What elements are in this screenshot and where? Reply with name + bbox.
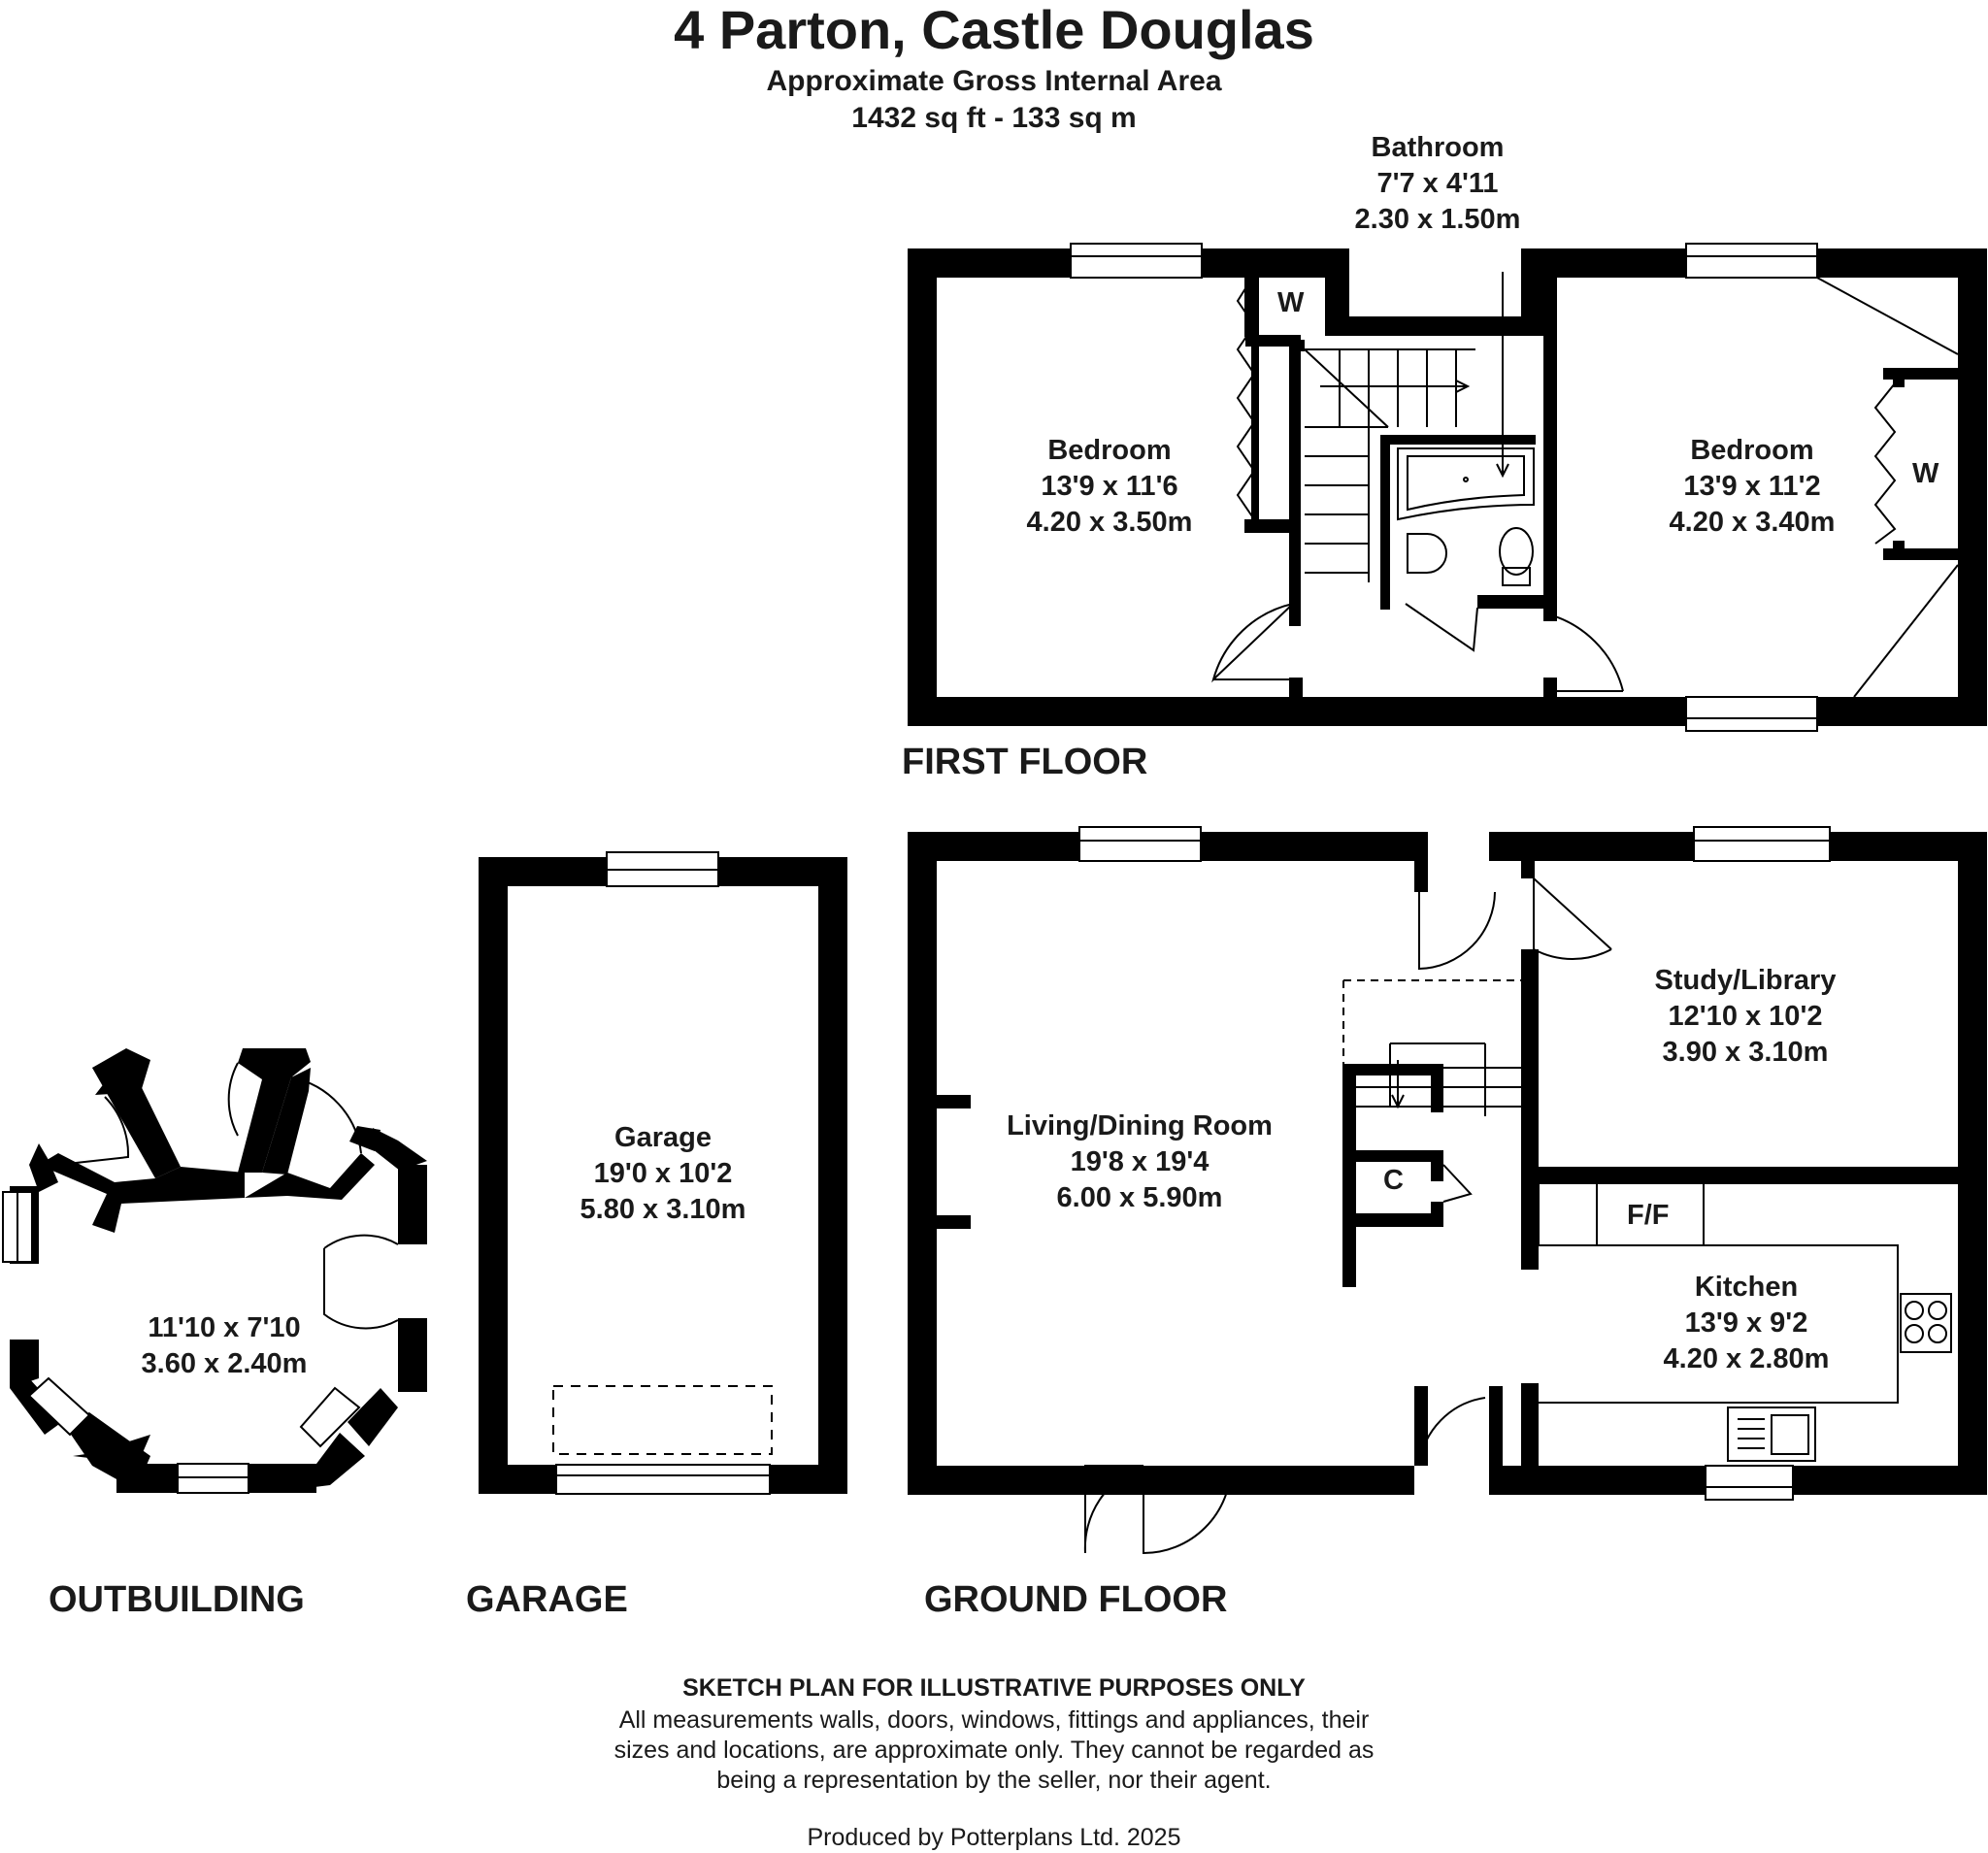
page-title: 4 Parton, Castle Douglas [674, 0, 1314, 60]
fixtures [57, 272, 1959, 1555]
outbuilding-walls [10, 1048, 427, 1493]
living-dining-label: Living/Dining Room 19'8 x 19'4 6.00 x 5.… [1007, 1108, 1273, 1216]
outbuilding-imperial: 11'10 x 7'10 [148, 1312, 301, 1343]
producer-credit: Produced by Potterplans Ltd. 2025 [807, 1824, 1181, 1851]
bathroom-label: Bathroom 7'7 x 4'11 2.30 x 1.50m [1355, 130, 1521, 238]
bedroom-left-name: Bedroom [1047, 435, 1172, 466]
kitchen-imperial: 13'9 x 9'2 [1684, 1307, 1808, 1339]
study-metric: 3.90 x 3.10m [1662, 1037, 1829, 1068]
garage-name: Garage [614, 1122, 712, 1153]
bedroom-right-label: Bedroom 13'9 x 11'2 4.20 x 3.40m [1670, 433, 1836, 541]
outbuilding-room-label: 11'10 x 7'10 3.60 x 2.40m [142, 1310, 308, 1382]
disclaimer-heading: SKETCH PLAN FOR ILLUSTRATIVE PURPOSES ON… [682, 1674, 1306, 1702]
bedroom-right-imperial: 13'9 x 11'2 [1683, 471, 1821, 502]
cupboard-label: C [1383, 1165, 1404, 1196]
kitchen-name: Kitchen [1694, 1272, 1799, 1303]
garage-imperial: 19'0 x 10'2 [593, 1158, 733, 1189]
bedroom-left-metric: 4.20 x 3.50m [1026, 507, 1193, 538]
living-dining-imperial: 19'8 x 19'4 [1070, 1146, 1209, 1177]
bedroom-right-name: Bedroom [1690, 435, 1814, 466]
disclaimer-line-2: sizes and locations, are approximate onl… [613, 1737, 1375, 1764]
ground-floor-heading: GROUND FLOOR [924, 1579, 1228, 1620]
bathroom-metric: 2.30 x 1.50m [1354, 204, 1521, 235]
garage-room-label: Garage 19'0 x 10'2 5.80 x 3.10m [580, 1120, 746, 1228]
area-label: Approximate Gross Internal Area [766, 65, 1222, 97]
fridge-freezer-label: F/F [1627, 1200, 1670, 1231]
bathroom-imperial: 7'7 x 4'11 [1376, 168, 1499, 199]
garage-walls [479, 857, 847, 1494]
disclaimer-line-3: being a representation by the seller, no… [716, 1767, 1272, 1794]
garage-heading: GARAGE [466, 1579, 628, 1620]
kitchen-label: Kitchen 13'9 x 9'2 4.20 x 2.80m [1664, 1270, 1830, 1377]
first-floor-heading: FIRST FLOOR [902, 742, 1148, 782]
area-value: 1432 sq ft - 133 sq m [851, 102, 1137, 134]
garage-metric: 5.80 x 3.10m [580, 1194, 746, 1225]
bathroom-name: Bathroom [1371, 132, 1505, 163]
living-dining-name: Living/Dining Room [1007, 1110, 1273, 1142]
bedroom-left-imperial: 13'9 x 11'6 [1041, 471, 1178, 502]
study-label: Study/Library 12'10 x 10'2 3.90 x 3.10m [1655, 963, 1837, 1071]
wardrobe-right-label: W [1912, 458, 1939, 489]
study-name: Study/Library [1654, 965, 1837, 996]
disclaimer-line-1: All measurements walls, doors, windows, … [618, 1706, 1370, 1734]
wardrobe-left-label: W [1277, 287, 1305, 318]
outbuilding-heading: OUTBUILDING [49, 1579, 305, 1620]
bedroom-right-metric: 4.20 x 3.40m [1669, 507, 1836, 538]
outbuilding-metric: 3.60 x 2.40m [141, 1348, 308, 1379]
study-imperial: 12'10 x 10'2 [1668, 1001, 1823, 1032]
kitchen-metric: 4.20 x 2.80m [1663, 1343, 1830, 1374]
bedroom-left-label: Bedroom 13'9 x 11'6 4.20 x 3.50m [1027, 433, 1193, 541]
living-dining-metric: 6.00 x 5.90m [1056, 1182, 1223, 1213]
